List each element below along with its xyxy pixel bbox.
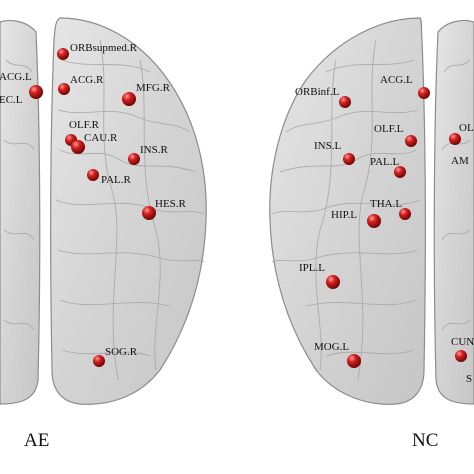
node-nc-am: AM [451, 155, 469, 167]
node-ae-hes-r: HES.R [142, 198, 187, 220]
node-nc-ipl-l-sphere [326, 275, 340, 289]
node-nc-hip-l: HIP.L [331, 209, 381, 228]
node-ae-sog-r: SOG.R [93, 346, 138, 367]
node-ae-hes-r-label: HES.R [155, 198, 187, 210]
node-ae-ins-r-label: INS.R [140, 144, 168, 156]
node-ae-ins-r-sphere [128, 153, 140, 165]
ae-brain [0, 17, 207, 405]
node-nc-mog-l: MOG.L [314, 341, 361, 368]
node-ae-pal-r: PAL.R [87, 169, 132, 186]
node-nc-ins-l-sphere [343, 153, 355, 165]
nc-brain [269, 17, 474, 405]
ae-gyri [3, 39, 205, 381]
node-ae-sog-r-label: SOG.R [105, 346, 138, 358]
node-ae-pal-r-label: PAL.R [101, 174, 132, 186]
node-ae-ec-l: EC.L [0, 94, 23, 106]
node-ae-acg-r-sphere [58, 83, 70, 95]
node-nc-orbinf-l: ORBinf.L [295, 86, 351, 108]
node-nc-tha-l-sphere [399, 208, 411, 220]
node-nc-hip-l-sphere [367, 214, 381, 228]
node-nc-hip-l-label: HIP.L [331, 209, 357, 221]
ae-left-hemisphere [0, 19, 41, 405]
node-ae-acg-r-label: ACG.R [70, 74, 104, 86]
ae-nodes: ACG.L EC.L ORBsupmed.R ACG.R MFG.R OLF.R… [0, 42, 187, 367]
node-nc-ol: OL [449, 122, 474, 145]
node-nc-s: S [455, 350, 472, 385]
node-ae-orbsupmed-r-label: ORBsupmed.R [70, 42, 138, 54]
node-ae-acg-r: ACG.R [58, 74, 104, 95]
node-ae-mfg-r: MFG.R [122, 82, 171, 106]
nc-left-hemisphere [269, 17, 426, 405]
node-nc-ins-l-label: INS.L [314, 140, 341, 152]
node-nc-olf-l-label: OLF.L [374, 123, 404, 135]
group-label-nc: NC [412, 430, 438, 451]
nc-gyri [271, 39, 471, 381]
node-nc-mog-l-sphere [347, 354, 361, 368]
node-nc-olf-l-sphere [405, 135, 417, 147]
node-nc-mog-l-label: MOG.L [314, 341, 349, 353]
node-nc-s-label: S [466, 373, 472, 385]
nc-right-hemisphere [433, 19, 474, 405]
ae-right-hemisphere [50, 17, 207, 405]
node-nc-acg-l: ACG.L [380, 74, 430, 99]
node-ae-cau-r-label: CAU.R [84, 132, 118, 144]
node-nc-acg-l-label: ACG.L [380, 74, 413, 86]
node-ae-acg-l: ACG.L [0, 71, 43, 99]
node-ae-acg-l-sphere [29, 85, 43, 99]
node-nc-orbinf-l-label: ORBinf.L [295, 86, 340, 98]
node-nc-pal-l-label: PAL.L [370, 156, 400, 168]
node-ae-cau-r-sphere [71, 140, 85, 154]
node-ae-orbsupmed-r: ORBsupmed.R [57, 42, 138, 60]
node-nc-olf-l: OLF.L [374, 123, 417, 147]
node-ae-olf-r: OLF.R [65, 119, 100, 146]
node-nc-pal-l-sphere [394, 166, 406, 178]
node-ae-olf-r-label: OLF.R [69, 119, 100, 131]
node-nc-acg-l-sphere [418, 87, 430, 99]
node-nc-pal-l: PAL.L [370, 156, 406, 178]
node-nc-ipl-l-label: IPL.L [299, 262, 325, 274]
nc-nodes: ORBinf.L ACG.L OL OLF.L INS.L PAL.L AM T… [295, 74, 474, 385]
node-nc-orbinf-l-sphere [339, 96, 351, 108]
node-nc-ins-l: INS.L [314, 140, 355, 165]
group-label-ae: AE [24, 430, 49, 451]
node-ae-pal-r-sphere [87, 169, 99, 181]
node-ae-acg-l-label: ACG.L [0, 71, 32, 83]
node-ae-hes-r-sphere [142, 206, 156, 220]
node-nc-ol-label: OL [459, 122, 474, 134]
node-nc-ipl-l: IPL.L [299, 262, 340, 289]
node-ae-mfg-r-label: MFG.R [136, 82, 171, 94]
node-nc-tha-l-label: THA.L [370, 198, 402, 210]
node-nc-cun: CUN [451, 336, 474, 348]
node-nc-tha-l: THA.L [370, 198, 411, 220]
node-ae-ins-r: INS.R [128, 144, 168, 165]
node-ae-ec-l-label: EC.L [0, 94, 23, 106]
node-ae-mfg-r-sphere [122, 92, 136, 106]
node-ae-sog-r-sphere [93, 355, 105, 367]
node-nc-cun-label: CUN [451, 336, 474, 348]
node-nc-am-label: AM [451, 155, 469, 167]
node-nc-ol-sphere [449, 133, 461, 145]
node-ae-cau-r: CAU.R [71, 132, 118, 154]
node-ae-orbsupmed-r-sphere [57, 48, 69, 60]
node-nc-s-sphere [455, 350, 467, 362]
